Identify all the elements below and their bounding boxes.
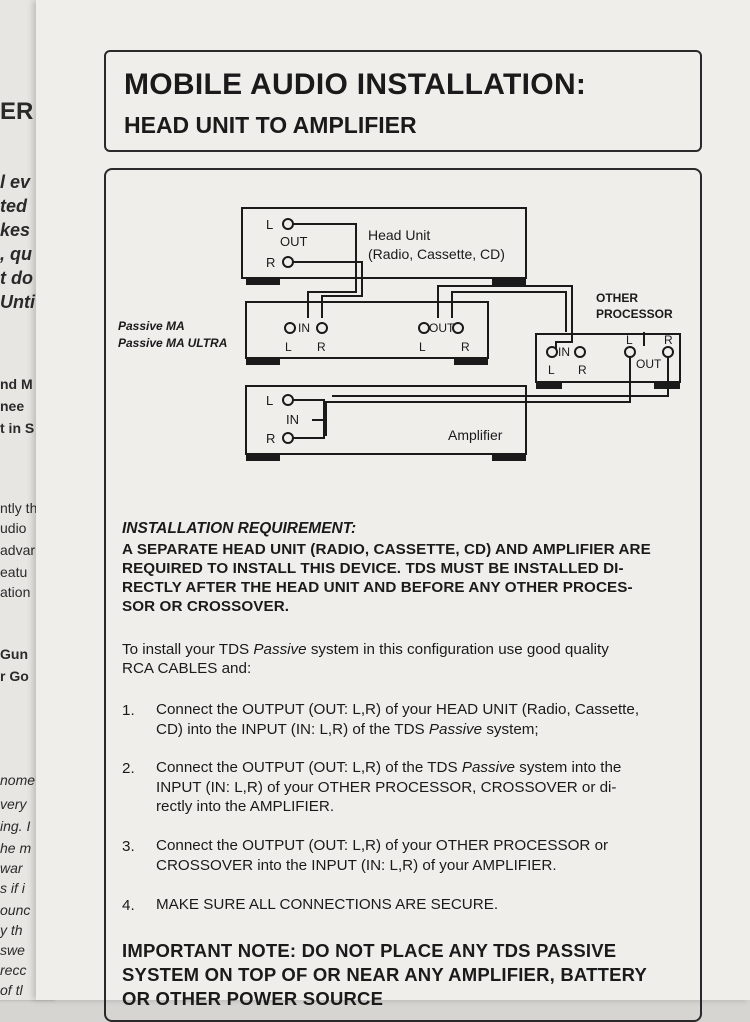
left-page-fragment: recc (0, 962, 27, 978)
other-processor-box (535, 333, 681, 383)
tds-out-label: OUT (429, 321, 455, 335)
left-page-fragment: udio (0, 520, 27, 536)
intro-line-1: To install your TDS Passive system in th… (122, 641, 609, 658)
intro-line-2: RCA CABLES and: (122, 660, 252, 677)
left-page-fragment: ounc (0, 902, 31, 918)
other-out-l: L (626, 333, 633, 347)
tds-out-l: L (419, 340, 426, 354)
step-4-number: 4. (122, 897, 135, 914)
left-page-fragment: ER (0, 98, 34, 125)
important-note-line-1: IMPORTANT NOTE: DO NOT PLACE ANY TDS PAS… (122, 940, 617, 961)
step-4-text: MAKE SURE ALL CONNECTIONS ARE SECURE. (156, 896, 499, 913)
tds-in-label: IN (298, 321, 310, 335)
step-2-text: Connect the OUTPUT (OUT: L,R) of the TDS… (156, 759, 622, 815)
left-page-fragment: war (0, 860, 23, 876)
step-1-text: Connect the OUTPUT (OUT: L,R) of your HE… (156, 701, 640, 738)
left-page-fragment: of tl (0, 982, 23, 998)
left-page-fragment: Gun (0, 646, 28, 662)
amp-in-label: IN (286, 412, 299, 427)
amp-l-label: L (266, 393, 273, 408)
other-out-label: OUT (636, 357, 662, 371)
left-page-fragment: advar (0, 542, 36, 558)
left-page-fragment: r Go (0, 668, 29, 684)
tds-in-l: L (285, 340, 292, 354)
head-unit-out-label: OUT (280, 234, 308, 249)
other-label-1: OTHER (596, 291, 638, 305)
left-page-fragment: ted (0, 196, 27, 216)
wiring-diagram: L OUT R Head Unit (Radio, Cassette, CD) … (118, 207, 681, 461)
head-unit-desc: (Radio, Cassette, CD) (368, 246, 505, 262)
left-page-fragment: t do (0, 268, 33, 288)
left-page-fragment: , qu (0, 244, 32, 264)
left-page-fragment: Unti (0, 292, 35, 312)
other-label-2: PROCESSOR (596, 307, 673, 321)
step-3-number: 3. (122, 838, 135, 855)
requirement-line-3: RECTLY AFTER THE HEAD UNIT AND BEFORE AN… (122, 579, 633, 596)
left-page-fragment: s if i (0, 880, 25, 896)
tds-box (245, 301, 489, 359)
head-unit-r-label: R (266, 255, 275, 270)
left-page-fragment: nome (0, 772, 36, 788)
page-title: MOBILE AUDIO INSTALLATION: (124, 68, 587, 101)
head-unit-l-label: L (266, 217, 273, 232)
left-page-fragment: swe (0, 942, 25, 958)
other-in-l: L (548, 363, 555, 377)
other-in-r: R (578, 363, 587, 377)
left-page-fragment: nee (0, 398, 25, 414)
amp-r-label: R (266, 431, 275, 446)
requirement-line-4: SOR OR CROSSOVER. (122, 598, 290, 615)
step-2-number: 2. (122, 760, 135, 777)
requirement-line-1: A SEPARATE HEAD UNIT (RADIO, CASSETTE, C… (122, 541, 651, 558)
head-unit-box (241, 207, 527, 279)
page-subtitle: HEAD UNIT TO AMPLIFIER (124, 112, 417, 138)
left-page-fragment: eatu (0, 564, 28, 580)
tds-label-1: Passive MA (118, 319, 185, 333)
left-page-fragment: nd M (0, 376, 33, 392)
left-page-fragment: l ev (0, 172, 31, 192)
left-page-fragment: ntly th (0, 500, 38, 516)
tds-out-r: R (461, 340, 470, 354)
left-page-fragment: t in S (0, 420, 35, 436)
tds-in-r: R (317, 340, 326, 354)
left-page-fragment: kes (0, 220, 31, 240)
left-page-fragment: ing. I (0, 818, 31, 834)
tds-label-2: Passive MA ULTRA (118, 336, 227, 350)
step-1-number: 1. (122, 702, 135, 719)
left-page-fragment: he m (0, 840, 32, 856)
left-page-fragment: y th (0, 922, 23, 938)
important-note-line-2: SYSTEM ON TOP OF OR NEAR ANY AMPLIFIER, … (122, 964, 648, 985)
important-note-line-3: OR OTHER POWER SOURCE (122, 988, 384, 1009)
manual-page: MOBILE AUDIO INSTALLATION: HEAD UNIT TO … (36, 0, 750, 1022)
other-out-r: R (664, 333, 673, 347)
requirement-heading: INSTALLATION REQUIREMENT: (122, 520, 357, 537)
amplifier-box (245, 385, 527, 455)
amplifier-name: Amplifier (448, 427, 503, 443)
left-page-fragment: very (0, 796, 27, 812)
left-page-fragment: ation (0, 584, 31, 600)
other-in-label: IN (558, 345, 570, 359)
step-3-text: Connect the OUTPUT (OUT: L,R) of your OT… (156, 837, 609, 874)
requirement-line-2: REQUIRED TO INSTALL THIS DEVICE. TDS MUS… (122, 560, 624, 577)
head-unit-name: Head Unit (368, 227, 430, 243)
title-box: MOBILE AUDIO INSTALLATION: HEAD UNIT TO … (104, 50, 702, 152)
